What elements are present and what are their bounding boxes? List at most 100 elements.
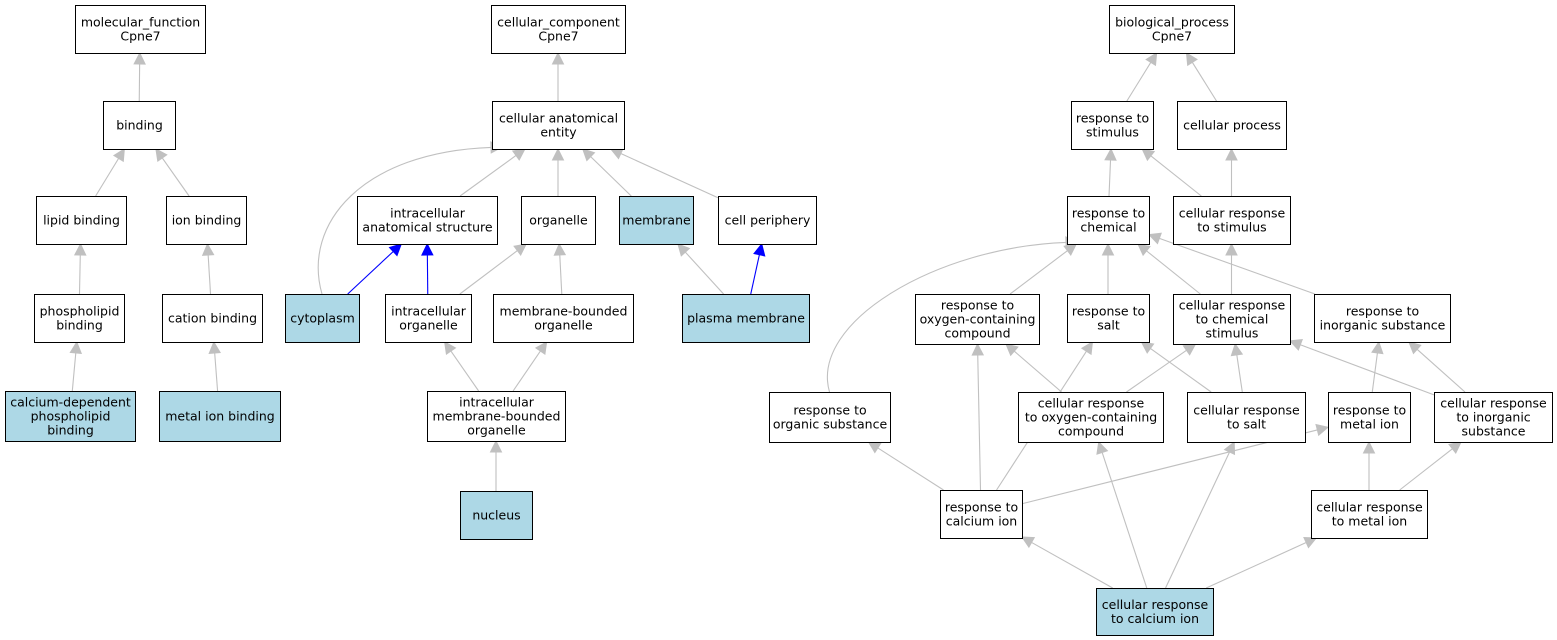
node-ion-binding[interactable]: ion binding [166, 196, 247, 245]
node-organelle[interactable]: organelle [521, 196, 596, 245]
node-label-line: organic substance [773, 417, 888, 432]
edge-metal_ion_binding-to-cation_binding [208, 340, 222, 392]
node-membrane[interactable]: membrane [619, 196, 694, 245]
node-box [940, 490, 1023, 539]
node-label-line: plasma membrane [687, 311, 805, 326]
edge-nucleus-to-imbo [489, 439, 503, 491]
edge-line [347, 251, 394, 295]
node-box [159, 391, 281, 442]
node-binding[interactable]: binding [103, 101, 176, 150]
node-label-line: oxygen-containing [920, 312, 1036, 327]
arrowhead [73, 242, 87, 256]
node-box [460, 491, 533, 540]
edge-cell_resp_ca-to-cell_resp_oxy [1096, 440, 1148, 589]
arrowhead [1096, 440, 1109, 455]
edge-line [1150, 155, 1202, 197]
node-metal-ion-binding[interactable]: metal ion binding [159, 391, 281, 442]
node-label-line: to metal ion [1332, 514, 1407, 529]
edge-cae-to-cc_root [551, 51, 565, 101]
edge-plasma_membrane-to-cell_periphery [750, 242, 766, 295]
arrowhead [1225, 147, 1238, 161]
arrowhead [489, 439, 503, 453]
node-label-line: response to [1333, 402, 1406, 417]
node-nucleus[interactable]: nucleus [460, 491, 533, 540]
node-cell-periphery[interactable]: cell periphery [718, 196, 817, 245]
node-label-line: cellular process [1183, 118, 1281, 133]
edge-cell_resp_ca-to-cell_resp_salt [1165, 440, 1236, 589]
edge-plasma_membrane-to-membrane [677, 243, 724, 295]
node-cell-proc[interactable]: cellular process [1177, 101, 1287, 150]
edge-resp_ca-to-resp_oxy [971, 342, 985, 491]
node-label-line: cellular response [1102, 597, 1209, 612]
node-label-line: response to [945, 499, 1018, 514]
edge-line [1159, 237, 1316, 295]
node-label-line: organelle [399, 318, 458, 333]
node-label-line: response to [1072, 303, 1145, 318]
node-label-line: compound [1058, 424, 1124, 439]
edge-membrane-to-cae [581, 148, 632, 197]
node-label-line: cellular anatomical [499, 110, 618, 125]
node-label-line: Cpne7 [120, 29, 160, 44]
node-box [1071, 101, 1154, 150]
node-label-line: cellular_component [497, 14, 620, 29]
edge-line [1205, 542, 1307, 589]
edge-intra_organelle-to-ias [421, 242, 434, 295]
node-cation-binding[interactable]: cation binding [162, 294, 263, 343]
node-label-line: cellular response [1316, 499, 1423, 514]
node-box [1434, 392, 1553, 443]
node-box [1311, 490, 1428, 539]
edge-cell_resp_inorg-to-cell_resp_chem [1288, 339, 1435, 396]
edge-line [78, 254, 81, 295]
node-plasma-membrane[interactable]: plasma membrane [682, 294, 810, 343]
edge-line [1108, 159, 1112, 197]
node-label-line: cellular response [1179, 297, 1286, 312]
arrowhead [112, 148, 125, 163]
node-box [385, 294, 472, 343]
node-label-line: biological_process [1115, 14, 1229, 29]
edge-mb_organelle-to-organelle [553, 242, 567, 295]
node-label-line: binding [47, 423, 94, 438]
arrowhead [609, 148, 624, 160]
node-cytoplasm[interactable]: cytoplasm [285, 294, 360, 343]
edge-line [207, 254, 212, 295]
edge-cell_resp_oxy-to-resp_oxy [1005, 343, 1062, 393]
arrowhead [1104, 147, 1117, 161]
node-box [166, 196, 247, 245]
node-label-line: substance [1462, 424, 1526, 439]
edge-lipid_binding-to-binding [95, 148, 125, 197]
node-lipid-binding[interactable]: lipid binding [36, 196, 127, 245]
arrowhead [551, 147, 565, 161]
edge-cell_resp_metal-to-resp_metal [1362, 440, 1376, 490]
arrowhead [201, 242, 215, 256]
node-box [34, 294, 125, 343]
node-label-line: to chemical [1196, 312, 1269, 327]
arrowhead [1005, 343, 1019, 357]
